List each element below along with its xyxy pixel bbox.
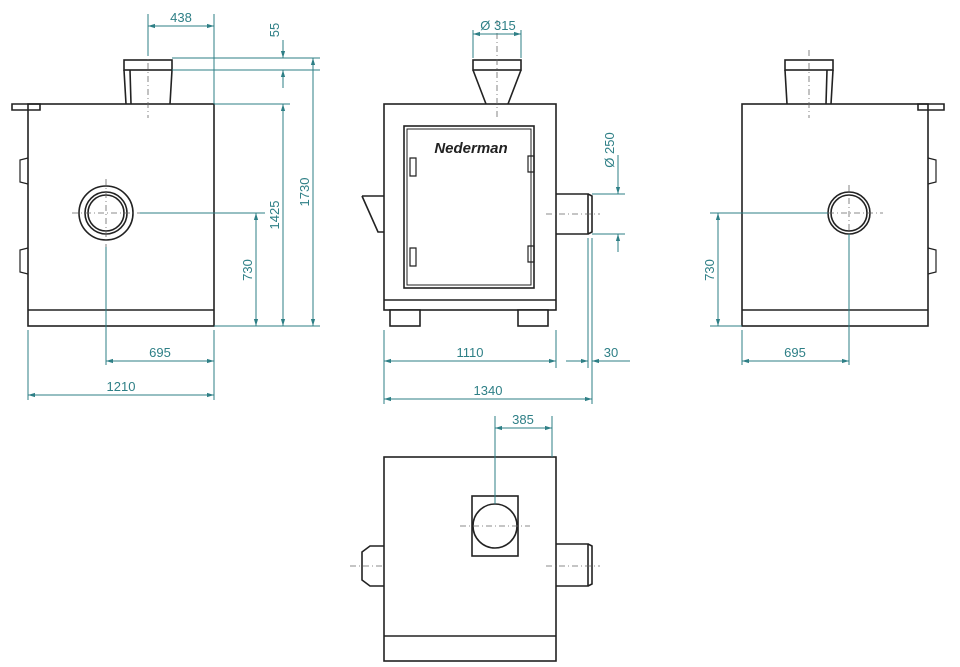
dim-1210: 1210: [107, 379, 136, 394]
dim-1730: 1730: [297, 178, 312, 207]
left-inlet-inner: [87, 194, 125, 232]
dim-55: 55: [267, 23, 282, 37]
front-foot-left: [389, 309, 421, 327]
brand-logo: Nederman: [434, 140, 507, 157]
dim-1110: 1110: [457, 345, 484, 360]
front-door-outer: [403, 125, 535, 289]
front-foot-right: [517, 309, 549, 327]
dim-diameter-250: Ø 250: [602, 132, 617, 167]
right-cabinet-body: [741, 103, 929, 327]
front-left-chute: [361, 195, 384, 233]
left-outlet-stub: [123, 69, 173, 105]
dim-730-right: 730: [702, 259, 717, 281]
front-door-inner: [406, 128, 532, 286]
front-cabinet-body: [383, 103, 557, 311]
front-view: Nederman Ø 315 Ø 250 1110 30 1340: [361, 18, 630, 404]
dim-1425: 1425: [267, 201, 282, 230]
right-side-view: 730 695: [702, 50, 945, 365]
left-side-handles: [19, 157, 29, 275]
top-left-inlet: [361, 545, 384, 587]
dim-438: 438: [170, 10, 192, 25]
right-top-lip: [917, 103, 945, 111]
top-view: 385: [350, 412, 600, 662]
dim-385: 385: [512, 412, 534, 427]
left-top-lip: [11, 103, 41, 111]
right-side-handles: [927, 157, 937, 275]
dim-diameter-315: Ø 315: [480, 18, 515, 33]
front-door-latches: [409, 155, 535, 267]
left-side-view: 438 55 1730 1425 730 695 1210: [11, 10, 320, 400]
top-cabinet-body: [383, 456, 557, 662]
left-cabinet-body: [27, 103, 215, 327]
dim-30: 30: [604, 345, 618, 360]
dim-1340: 1340: [474, 383, 503, 398]
front-outlet-cone: [472, 69, 522, 105]
right-outlet-stub: [784, 69, 834, 105]
dim-730-left: 730: [240, 259, 255, 281]
dim-695-left: 695: [149, 345, 171, 360]
dim-695-right: 695: [784, 345, 806, 360]
top-right-inlet: [556, 543, 593, 587]
